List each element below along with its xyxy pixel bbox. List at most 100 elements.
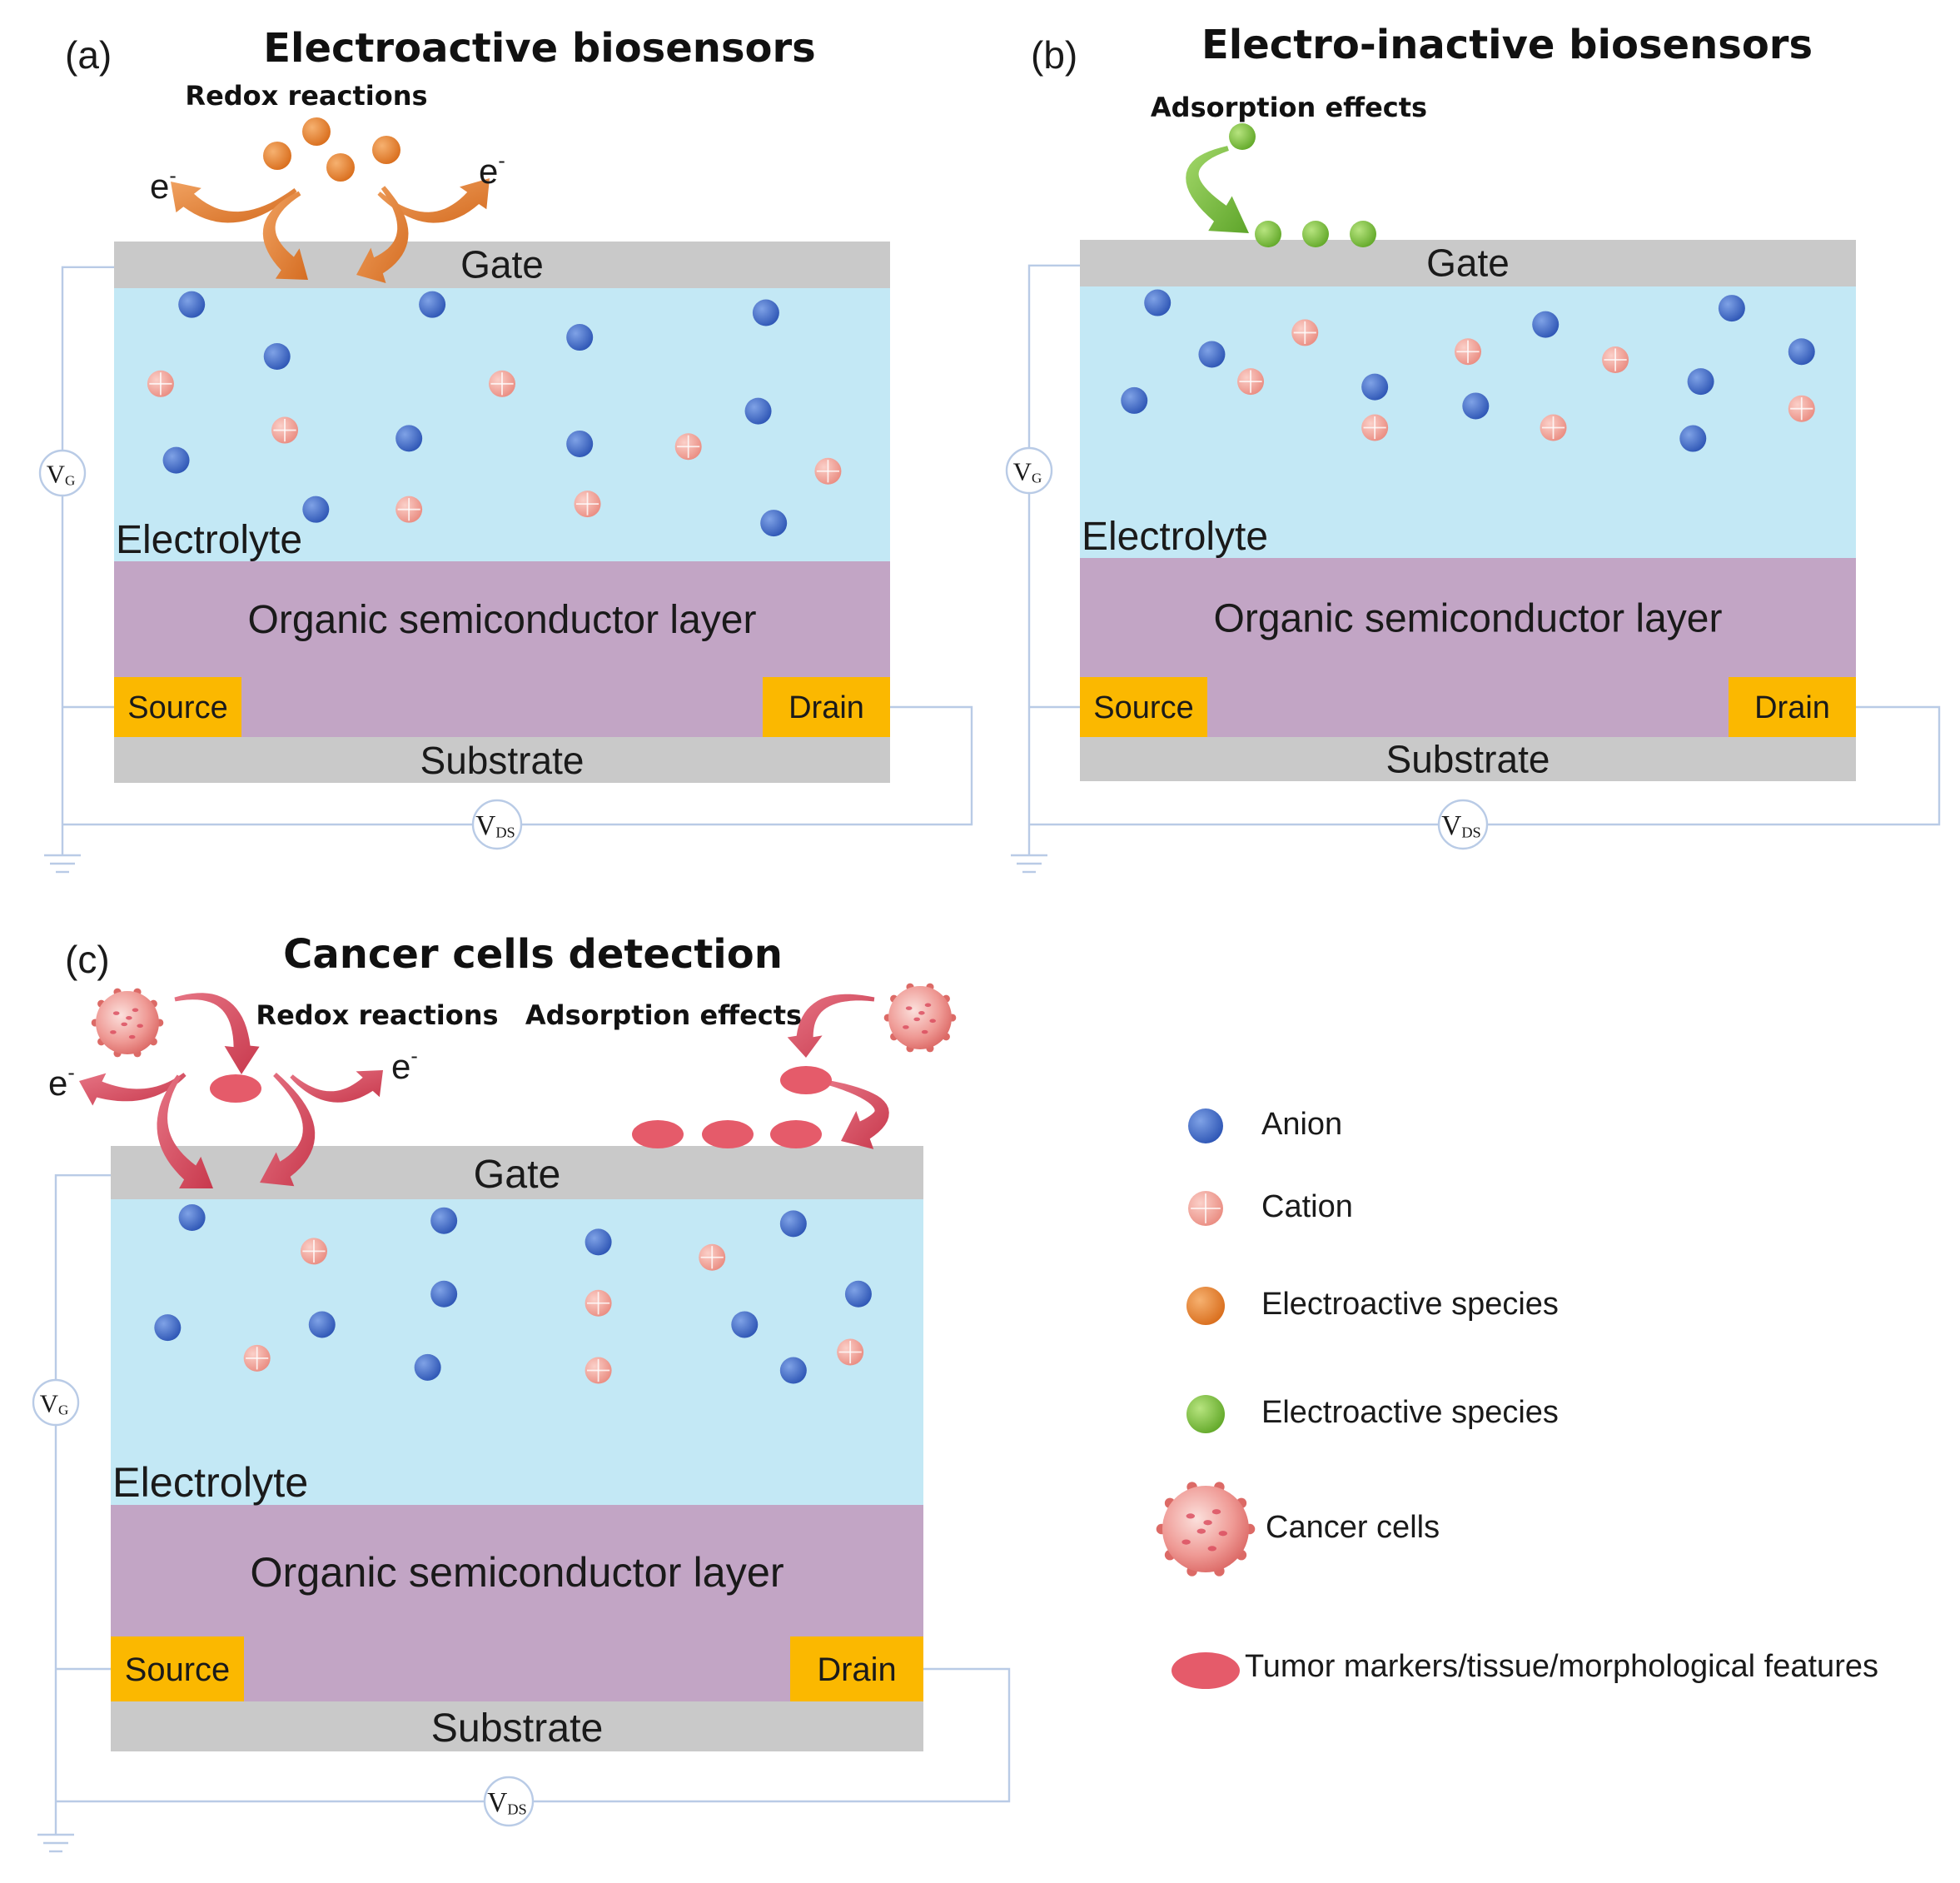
- anion: [178, 291, 206, 318]
- panel-a-title: Electroactive biosensors: [263, 25, 816, 72]
- tumor-marker: [780, 1066, 832, 1094]
- vg-meter: VG: [1005, 446, 1053, 495]
- anion: [731, 1311, 759, 1338]
- source-contact: [1080, 677, 1207, 737]
- cation: [1602, 346, 1629, 374]
- cancer-cell-left: [91, 988, 164, 1058]
- panel-c-title: Cancer cells detection: [283, 931, 783, 978]
- legend-anion-label: Anion: [1261, 1107, 1342, 1142]
- cation: [243, 1344, 271, 1372]
- arrow-electron-out-right: [290, 1070, 383, 1103]
- anion: [1121, 386, 1148, 414]
- tumor-marker: [770, 1120, 822, 1148]
- anion: [1532, 311, 1560, 338]
- legend-anion-icon: [1188, 1108, 1223, 1143]
- cation: [1540, 414, 1567, 441]
- anion: [760, 510, 788, 537]
- panel-c-reactions: e-e-: [48, 983, 957, 1188]
- tumor-marker: [702, 1120, 754, 1148]
- anion: [752, 299, 779, 326]
- drain-contact: [790, 1636, 923, 1701]
- gate-layer: [114, 242, 890, 288]
- vds-meter-label: VDS: [1441, 810, 1481, 841]
- arrow-redox-down-left: [262, 191, 308, 280]
- cation: [1455, 338, 1481, 366]
- cation: [1291, 319, 1319, 346]
- electrolyte-label: Electrolyte: [116, 518, 302, 562]
- anion: [585, 1228, 612, 1256]
- arrow-redox-down-left: [157, 1074, 213, 1188]
- cation: [489, 370, 515, 397]
- electroactive-species: [302, 117, 331, 146]
- drain-contact: [1729, 677, 1856, 737]
- cation: [395, 496, 423, 523]
- vg-meter: VG: [38, 449, 87, 497]
- anion: [263, 343, 291, 370]
- electrolyte-ions: [154, 1204, 872, 1384]
- semiconductor-label: Organic semiconductor layer: [250, 1548, 784, 1596]
- panel-a-subtitle: Redox reactions: [185, 80, 427, 112]
- anion: [1144, 289, 1172, 316]
- panel-c-letter: (c): [65, 938, 110, 981]
- arrow-cell-to-marker-left: [174, 993, 260, 1074]
- electrolyte-layer: [114, 288, 890, 561]
- cation: [699, 1243, 726, 1271]
- electroactive-species: [1302, 221, 1329, 247]
- substrate-label: Substrate: [1386, 737, 1550, 780]
- cation: [147, 370, 174, 397]
- panel-c-subtitle-right: Adsorption effects: [525, 999, 802, 1031]
- panel-b-subtitle: Adsorption effects: [1151, 92, 1427, 123]
- legend-electroactive-green-icon: [1186, 1395, 1225, 1433]
- substrate-layer: [1080, 737, 1856, 781]
- ground-symbol: [1011, 854, 1047, 874]
- semiconductor-layer: [114, 561, 890, 737]
- electroactive-species: [263, 142, 291, 170]
- panel-b: (b)Electro-inactive biosensorsAdsorption…: [1005, 22, 1941, 874]
- legend-tumor-marker-icon: [1172, 1652, 1240, 1689]
- anion: [302, 496, 330, 523]
- cation: [585, 1357, 612, 1384]
- cation: [1188, 1191, 1223, 1226]
- semiconductor-label: Organic semiconductor layer: [1214, 597, 1723, 641]
- panel-a-electron-left: e-: [150, 164, 177, 206]
- anion: [178, 1204, 206, 1232]
- substrate-label: Substrate: [431, 1706, 604, 1751]
- anion: [308, 1311, 336, 1338]
- arrow-adsorption: [828, 1080, 889, 1149]
- cation: [674, 433, 702, 461]
- cation: [1788, 395, 1815, 422]
- ground-symbol: [44, 854, 81, 874]
- source-contact: [114, 677, 241, 737]
- electrolyte-label: Electrolyte: [1082, 515, 1268, 559]
- cation: [837, 1338, 864, 1366]
- legend-cancer-cell-icon: [1156, 1482, 1256, 1577]
- panel-a-electron-right: e-: [479, 149, 505, 191]
- semiconductor-layer: [111, 1505, 923, 1701]
- ground-symbol: [37, 1833, 74, 1853]
- anion: [566, 324, 594, 351]
- anion: [430, 1207, 458, 1234]
- electrolyte-ions: [147, 291, 842, 537]
- panel-b-letter: (b): [1031, 33, 1077, 77]
- anion: [395, 425, 423, 452]
- arrow-electron-out-right: [377, 178, 490, 223]
- arrow-electron-out-left: [171, 182, 297, 223]
- source-label: Source: [127, 690, 227, 725]
- legend-tumor-markers-label: Tumor markers/tissue/morphological featu…: [1245, 1649, 1878, 1684]
- anion: [1718, 295, 1745, 322]
- anion: [1198, 341, 1226, 368]
- vds-meter: VDS: [483, 1776, 535, 1827]
- anion: [1788, 338, 1815, 366]
- tumor-marker: [210, 1074, 261, 1103]
- electroactive-species: [1229, 123, 1256, 150]
- semiconductor-label: Organic semiconductor layer: [248, 598, 757, 642]
- source-label: Source: [1093, 690, 1193, 725]
- electrolyte-layer: [1080, 286, 1856, 558]
- cation: [301, 1238, 327, 1265]
- gate-label: Gate: [460, 243, 544, 286]
- anion: [566, 430, 594, 457]
- drain-contact: [763, 677, 890, 737]
- electrolyte-ions: [1121, 289, 1815, 452]
